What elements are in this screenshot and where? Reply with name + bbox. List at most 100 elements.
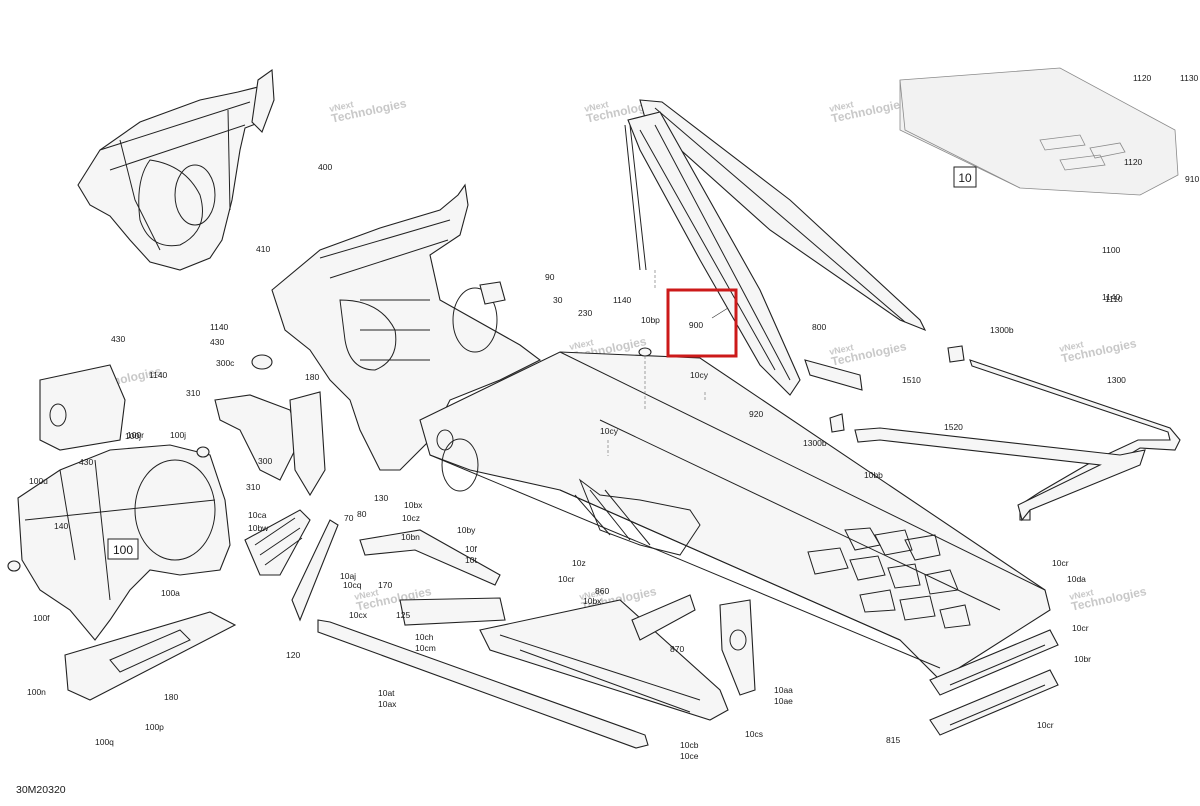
part-label[interactable]: 300	[258, 456, 272, 466]
part-label[interactable]: 10cs	[745, 729, 763, 739]
part-label[interactable]: 10bx	[404, 500, 423, 510]
part-label[interactable]: 100r	[127, 430, 144, 440]
part-label[interactable]: 1100	[1102, 245, 1121, 255]
part-label[interactable]: 1300b	[803, 438, 827, 448]
rear-plates	[929, 629, 1059, 736]
part-label[interactable]: 10bx	[583, 596, 602, 606]
part-label[interactable]: 1520	[944, 422, 963, 432]
part-label[interactable]: 430	[79, 457, 93, 467]
part-label[interactable]: 30	[553, 295, 563, 305]
footrest-plate	[64, 611, 237, 701]
part-label[interactable]: 10cm	[415, 643, 436, 653]
watermark-text: vNext	[828, 342, 854, 357]
part-label[interactable]: 10bb	[864, 470, 883, 480]
part-label[interactable]: 10cb	[680, 740, 699, 750]
part-label[interactable]: 10br	[1074, 654, 1091, 664]
part-label[interactable]: 10cx	[349, 610, 368, 620]
part-label[interactable]: 10cy	[600, 426, 619, 436]
part-label[interactable]: 10cz	[402, 513, 420, 523]
part-label[interactable]: 100p	[145, 722, 164, 732]
watermark-text: vNext	[828, 99, 854, 114]
part-label[interactable]: 100n	[27, 687, 46, 697]
front-frame-mid	[271, 183, 542, 471]
part-label[interactable]: 10bp	[641, 315, 660, 325]
part-label[interactable]: 10cr	[1052, 558, 1069, 568]
part-label[interactable]: 400	[318, 162, 332, 172]
part-label[interactable]: 910	[1185, 174, 1199, 184]
part-label[interactable]: 10f	[465, 544, 477, 554]
part-label[interactable]: 80	[357, 509, 367, 519]
part-label[interactable]: 140	[54, 521, 68, 531]
part-label[interactable]: 130	[374, 493, 388, 503]
part-label[interactable]: 10at	[378, 688, 395, 698]
small-brackets	[7, 345, 965, 572]
part-label[interactable]: 1130	[1180, 73, 1199, 83]
highlight-callout-900[interactable]: 900	[666, 288, 738, 358]
part-label[interactable]: 1110	[1105, 294, 1123, 304]
part-label[interactable]: 860	[595, 586, 609, 596]
part-label[interactable]: 10ax	[378, 699, 397, 709]
watermark-text: vNext	[578, 587, 604, 602]
part-label[interactable]: 170	[378, 580, 392, 590]
part-label[interactable]: 10ae	[774, 696, 793, 706]
part-label[interactable]: 815	[886, 735, 900, 745]
part-label[interactable]: 310	[186, 388, 200, 398]
part-label[interactable]: 1300	[1107, 375, 1126, 385]
part-label[interactable]: 125	[396, 610, 410, 620]
part-label[interactable]: 100a	[161, 588, 180, 598]
part-label[interactable]: 10t	[465, 555, 477, 565]
tunnel-cutouts	[807, 527, 971, 629]
part-label[interactable]: 10aj	[340, 571, 356, 581]
part-label[interactable]: 100j	[170, 430, 186, 440]
part-label[interactable]: 10ce	[680, 751, 699, 761]
part-label[interactable]: 920	[749, 409, 763, 419]
part-label[interactable]: 800	[812, 322, 826, 332]
part-label[interactable]: 120	[286, 650, 300, 660]
front-bulkhead	[17, 364, 231, 641]
alignment-lines	[607, 270, 706, 456]
box-label-100-text: 100	[113, 543, 133, 557]
part-label[interactable]: 870	[670, 644, 684, 654]
part-label[interactable]: 180	[164, 692, 178, 702]
part-label[interactable]: 1120	[1124, 157, 1143, 167]
watermark-text: vNext	[353, 587, 379, 602]
part-label[interactable]: 1140	[210, 322, 229, 332]
part-label[interactable]: 1510	[902, 375, 921, 385]
part-label[interactable]: 300c	[216, 358, 235, 368]
part-label[interactable]: 430	[111, 334, 125, 344]
part-label[interactable]: 310	[246, 482, 260, 492]
part-label[interactable]: 1300b	[990, 325, 1014, 335]
part-label[interactable]: 1140	[1102, 292, 1121, 302]
part-label[interactable]: 100f	[33, 613, 50, 623]
part-label[interactable]: 10ca	[248, 510, 267, 520]
part-label[interactable]: 1140	[149, 370, 168, 380]
watermark-text: vNext	[1058, 339, 1084, 354]
part-label[interactable]: 10ch	[415, 632, 434, 642]
box-label-10: 10	[953, 166, 977, 188]
watermark-text: vNext	[1068, 587, 1094, 602]
part-label[interactable]: 10cr	[1072, 623, 1089, 633]
part-label[interactable]: 430	[210, 337, 224, 347]
part-label[interactable]: 1120	[1133, 73, 1152, 83]
part-label[interactable]: 100j	[125, 431, 141, 441]
part-label[interactable]: 10by	[457, 525, 476, 535]
part-label[interactable]: 230	[578, 308, 592, 318]
part-label[interactable]: 10cr	[1037, 720, 1054, 730]
part-label[interactable]: 100u	[29, 476, 48, 486]
part-label[interactable]: 10cr	[558, 574, 575, 584]
part-label[interactable]: 1140	[613, 295, 632, 305]
part-label[interactable]: 180	[305, 372, 319, 382]
part-label[interactable]: 90	[545, 272, 555, 282]
part-label[interactable]: 10cy	[690, 370, 709, 380]
part-label[interactable]: 70	[344, 513, 354, 523]
part-label[interactable]: 10bw	[248, 523, 269, 533]
front-frame-upper	[77, 68, 275, 271]
part-label[interactable]: 410	[256, 244, 270, 254]
part-label[interactable]: 10z	[572, 558, 586, 568]
part-label[interactable]: 10bn	[401, 532, 420, 542]
part-label[interactable]: 10da	[1067, 574, 1086, 584]
part-label[interactable]: 10aa	[774, 685, 793, 695]
part-label[interactable]: 100q	[95, 737, 114, 747]
part-label[interactable]: 10cq	[343, 580, 362, 590]
